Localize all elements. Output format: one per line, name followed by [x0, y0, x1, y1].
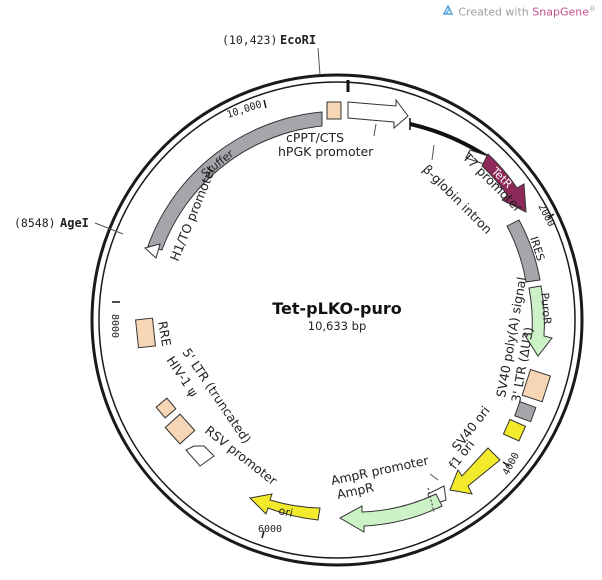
agei-leader [94, 222, 124, 235]
tick-label-8000: 8000 [109, 314, 120, 338]
ampr-promoter-divider [427, 487, 435, 513]
ori-label: ori [277, 504, 294, 520]
backbone-outer-ring [90, 73, 584, 567]
hiv-psi-feature [155, 397, 177, 419]
stuffer-feature [147, 111, 323, 251]
cppt-feature [326, 101, 342, 120]
plasmid-name: Tet-pLKO-puro [272, 299, 402, 318]
rre-label: RRE [155, 320, 174, 348]
rre-feature [135, 317, 156, 349]
f1ori-feature [449, 447, 501, 495]
snapgene-watermark: Created with SnapGene® [442, 4, 596, 19]
ecori-leader [317, 47, 321, 76]
sv40ori-feature [502, 418, 527, 442]
snapgene-logo-icon [442, 4, 454, 19]
h1to-promoter-arrow [143, 243, 161, 259]
hpgk-leader [373, 123, 377, 137]
ltr3-feature [521, 368, 552, 403]
hpgk-label: hPGK promoter [278, 144, 374, 159]
insert-segment [409, 122, 488, 158]
rsv-promoter-feature [185, 445, 215, 467]
ori-feature [248, 493, 321, 521]
ampr-promoter-leader [429, 473, 439, 481]
ltr5-feature [164, 413, 196, 445]
ampr-promoter-label: AmpR promoter [330, 452, 431, 488]
cppt-label: cPPT/CTS [286, 130, 344, 145]
tick-label-10000: 10,000 [226, 99, 264, 121]
ecori-label: EcoRI [280, 33, 316, 47]
plasmid-length: 10,633 bp [308, 319, 367, 333]
bglobin-leader [431, 144, 435, 161]
puror-label: PuroR [538, 292, 554, 325]
ampr-feature [338, 493, 443, 533]
hpgk-promoter-arrow [347, 98, 409, 130]
agei-position: (8548) [14, 216, 56, 230]
backbone-inner-ring [98, 81, 576, 559]
puror-feature [523, 285, 553, 357]
ires-feature [506, 219, 541, 283]
watermark-mark: ® [589, 4, 596, 13]
tick-label-6000: 6000 [258, 524, 282, 535]
ecori-position: (10,423) [222, 33, 277, 47]
tick-marks [112, 99, 555, 539]
agei-label: AgeI [60, 216, 89, 230]
watermark-prefix: Created with [458, 5, 533, 19]
tetr-feature [481, 153, 527, 213]
sv40pa-feature [514, 401, 537, 423]
watermark-brand: SnapGene [532, 5, 589, 19]
